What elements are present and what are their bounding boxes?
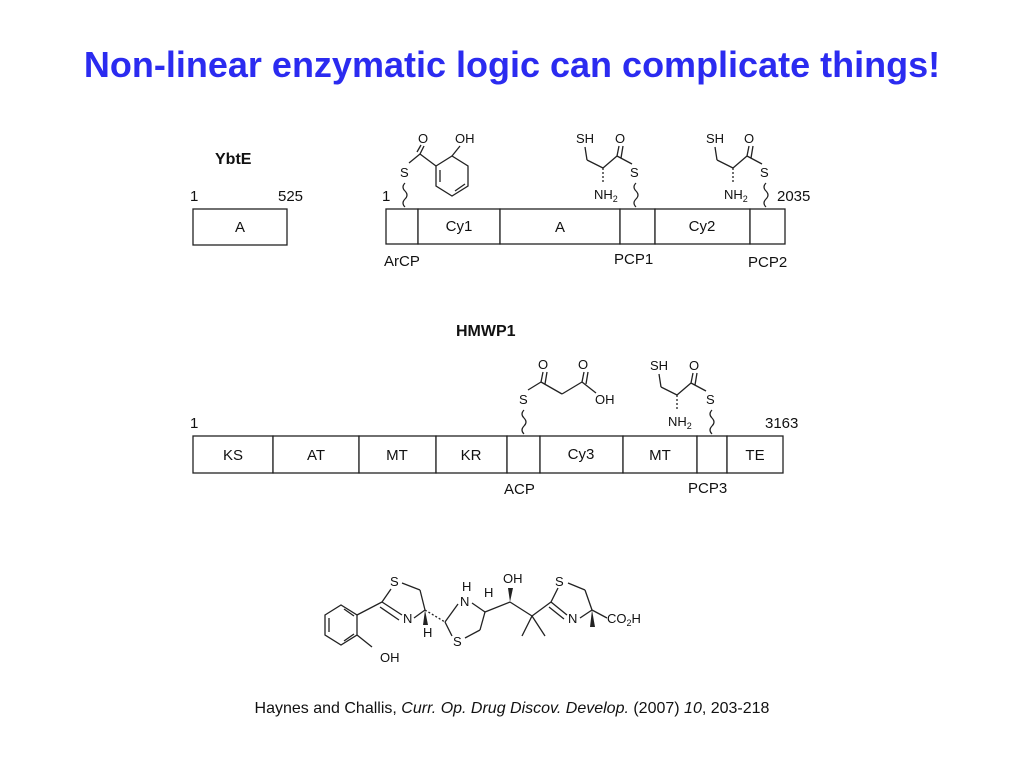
ybte-start: 1 [190,188,198,205]
hmwp2-cy1-domain [417,208,501,245]
hmwp1-acp-domain [506,435,541,474]
hmwp1-te-domain [726,435,784,474]
hmwp1-mt-domain [358,435,437,474]
hmwp2-bar [385,208,786,245]
malonyl-o2-atom: O [578,357,588,372]
hmwp1-mt-label: MT [386,447,408,464]
hmwp2-start: 1 [382,188,390,205]
hmwp2-a-domain [499,208,621,245]
ybte-label: YbtE [215,151,252,168]
yb-n2-atom: N [460,594,469,609]
arcp-label: ArCP [384,253,420,270]
phenol-oh-label: OH [455,131,475,146]
yb-s1-atom: S [390,574,399,589]
malonyl-thioester-structure: S O O OH [519,357,615,435]
hmwp1-ks-domain [192,435,274,474]
hmwp1-cy3-domain [539,435,624,474]
yb-n3-atom: N [568,611,577,626]
yb-phenol-oh: OH [380,650,400,665]
yersiniabactin-structure: OH S N H N H S H OH S N [324,571,641,665]
ybte-end: 525 [278,188,303,205]
pcp3-label: PCP3 [688,480,727,497]
hmwp1-end: 3163 [765,415,798,432]
yb-h2-atom: H [462,579,471,594]
acp-s-atom: S [519,392,528,407]
citation: Haynes and Challis, Curr. Op. Drug Disco… [0,700,1024,718]
cysteinyl-thioester-pcp2: SH O S NH2 [706,131,769,208]
pcp1-nh2-label: NH2 [594,187,618,204]
acp-label: ACP [504,481,535,498]
hmwp2-cy1-label: Cy1 [446,218,473,235]
yb-h3-atom: H [484,585,493,600]
cysteinyl-thioester-pcp3: SH O S NH2 [650,358,715,435]
carbonyl-o-atom: O [418,131,428,146]
hmwp1-cy3-label: Cy3 [568,446,595,463]
pcp2-s-atom: S [760,165,769,180]
hmwp2-arcp-domain [385,208,419,245]
citation-authors: Haynes and Challis, [254,700,402,717]
pcp2-sh-label: SH [706,131,724,146]
pcp2-o-atom: O [744,131,754,146]
yb-h1-atom: H [423,625,432,640]
cysteinyl-thioester-pcp1: SH O S NH2 [576,131,639,208]
citation-journal: Curr. Op. Drug Discov. Develop. [401,700,629,717]
pcp3-sh-label: SH [650,358,668,373]
malonyl-o1-atom: O [538,357,548,372]
hmwp1-ks-label: KS [223,447,243,464]
pcp1-sh-label: SH [576,131,594,146]
hmwp1-bar [192,435,784,474]
pcp2-label: PCP2 [748,254,787,271]
ybte-a-domain [192,208,288,246]
malonyl-oh-label: OH [595,392,615,407]
yb-n1-atom: N [403,611,412,626]
hmwp1-start: 1 [190,415,198,432]
hmwp2-end: 2035 [777,188,810,205]
pcp1-o-atom: O [615,131,625,146]
pcp3-s-atom: S [706,392,715,407]
hmwp2-cy2-label: Cy2 [689,218,716,235]
citation-pages: , 203-218 [701,700,770,717]
hmwp1-kr-label: KR [461,447,482,464]
arcp-s-atom: S [400,165,409,180]
pcp2-nh2-label: NH2 [724,187,748,204]
hmwp1-te-label: TE [745,447,764,464]
citation-volume: 10 [684,700,702,717]
hmwp2-pcp1-domain [619,208,656,245]
hmwp1-mt2-domain [622,435,698,474]
hmwp1-pcp3-domain [696,435,728,474]
salicyl-thioester-structure: S O OH [400,131,475,208]
pcp3-o-atom: O [689,358,699,373]
hmwp2-a-label: A [555,219,565,236]
pcp1-s-atom: S [630,165,639,180]
hmwp2-pcp2-domain [749,208,786,245]
yb-co2h-label: CO2H [607,611,641,628]
ybte-a-label: A [235,219,245,236]
hmwp1-mt2-label: MT [649,447,671,464]
citation-year: (2007) [628,700,685,717]
yb-oh-label: OH [503,571,523,586]
pcp3-nh2-label: NH2 [668,414,692,431]
hmwp1-at-domain [272,435,360,474]
hmwp1-label: HMWP1 [456,323,516,340]
slide-title: Non-linear enzymatic logic can complicat… [83,44,941,85]
hmwp1-at-label: AT [307,447,325,464]
pcp1-label: PCP1 [614,251,653,268]
yb-s3-atom: S [555,574,564,589]
yb-s2-atom: S [453,634,462,649]
hmwp2-cy2-domain [654,208,751,245]
